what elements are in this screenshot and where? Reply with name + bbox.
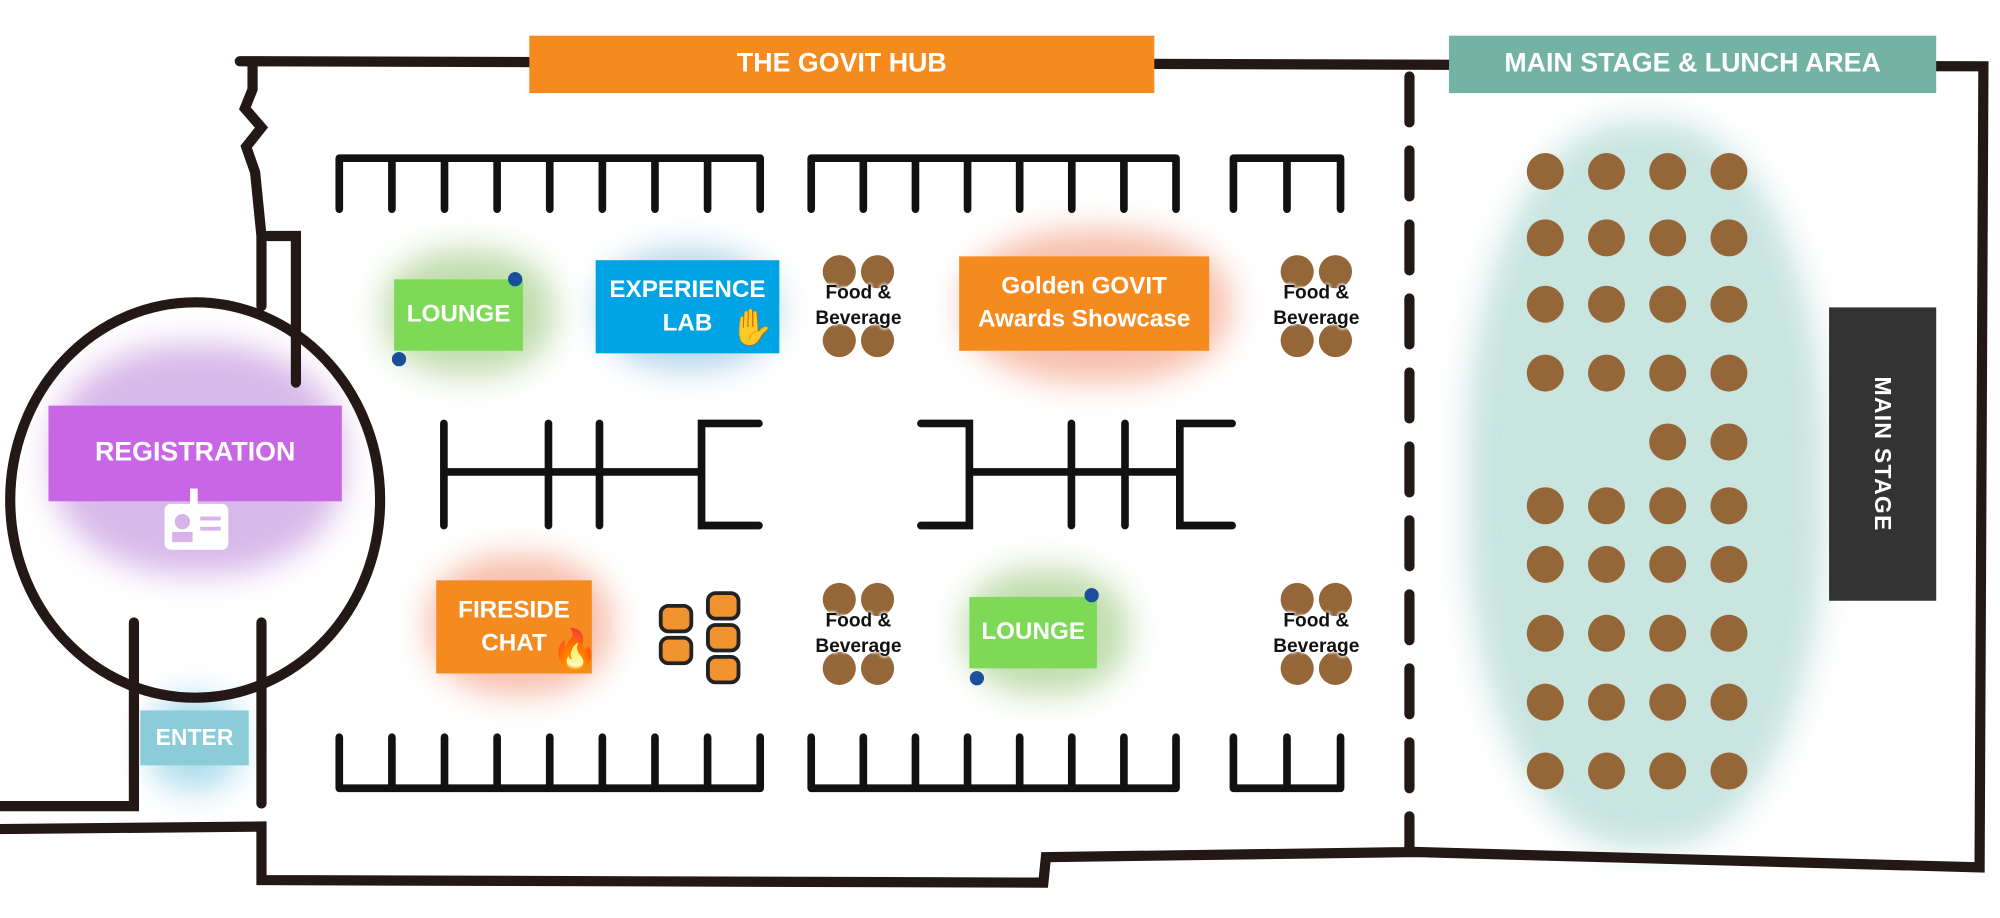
dining-table [1649,219,1687,257]
column [262,230,302,388]
registration-zone[interactable]: REGISTRATION [48,405,342,502]
dining-table [1649,423,1687,461]
booth-row [807,733,1180,793]
outer-wall [0,56,1989,888]
id-badge-icon [159,488,233,555]
dining-table [1649,545,1687,583]
food-beverage-3[interactable]: Food & Beverage [801,575,916,690]
dining-table [1710,614,1748,652]
dining-table [1649,683,1687,721]
dining-table [1710,285,1748,323]
dining-table [1526,219,1564,257]
entry-wall-left [0,617,140,812]
center-tables [440,419,1236,530]
dining-table [1587,354,1625,392]
food-beverage-2[interactable]: Food & Beverage [1259,247,1374,362]
lounge-top-zone[interactable]: LOUNGE [394,279,523,351]
dining-table [1710,545,1748,583]
dining-table [1710,487,1748,525]
main-area-header: MAIN STAGE & LUNCH AREA [1448,35,1937,94]
booth-row [1229,733,1345,793]
fireside-chat-zone[interactable]: FIRESIDE CHAT [436,580,592,674]
food-label: Food & Beverage [815,609,902,657]
dining-table [1587,614,1625,652]
dining-table [1587,487,1625,525]
dining-table [1587,545,1625,583]
armchair-icon: ● [1081,573,1102,613]
registration-rotunda [5,297,386,703]
dining-table [1587,683,1625,721]
dining-table [1526,614,1564,652]
enter-zone[interactable]: ENTER [140,710,249,766]
hub-header: THE GOVIT HUB [529,35,1155,94]
dining-table [1526,487,1564,525]
dining-table [1649,614,1687,652]
booth-row [335,154,765,214]
armchair-icon: ● [966,656,987,696]
chairs-icon [658,591,741,685]
dining-table [1710,683,1748,721]
lunch-area-shade [1466,121,1824,849]
booth-row [807,154,1180,214]
dining-table [1526,285,1564,323]
food-label: Food & Beverage [1273,281,1360,329]
dining-table [1649,752,1687,790]
dining-table [1649,487,1687,525]
food-label: Food & Beverage [815,281,902,329]
dining-table [1710,219,1748,257]
left-wall [239,58,269,312]
main-stage-label: MAIN STAGE [1870,376,1896,532]
golden-govit-zone[interactable]: Golden GOVIT Awards Showcase [959,256,1210,351]
dining-table [1587,285,1625,323]
dining-table [1587,219,1625,257]
dining-table [1526,752,1564,790]
dining-table [1649,354,1687,392]
experience-lab-zone[interactable]: EXPERIENCE LAB [595,260,780,354]
food-label: Food & Beverage [1273,609,1360,657]
dining-table [1526,545,1564,583]
hand-icon: ✋ [729,307,775,347]
lounge-bottom-zone[interactable]: LOUNGE [969,596,1097,669]
dining-table [1526,354,1564,392]
dining-table [1587,752,1625,790]
dining-table [1710,752,1748,790]
dining-table [1710,423,1748,461]
dining-table [1526,683,1564,721]
booth-row [335,733,765,793]
armchair-icon: ● [505,257,526,296]
food-beverage-1[interactable]: Food & Beverage [801,247,916,362]
dining-table [1587,153,1625,191]
fire-icon: 🔥 [551,628,599,671]
dining-table [1526,153,1564,191]
dining-table [1649,285,1687,323]
dining-table [1710,153,1748,191]
main-stage[interactable]: MAIN STAGE [1829,307,1937,601]
dining-table [1710,354,1748,392]
booth-row [1229,154,1345,214]
armchair-icon: ● [389,338,410,377]
food-beverage-4[interactable]: Food & Beverage [1259,575,1374,690]
dining-table [1649,153,1687,191]
